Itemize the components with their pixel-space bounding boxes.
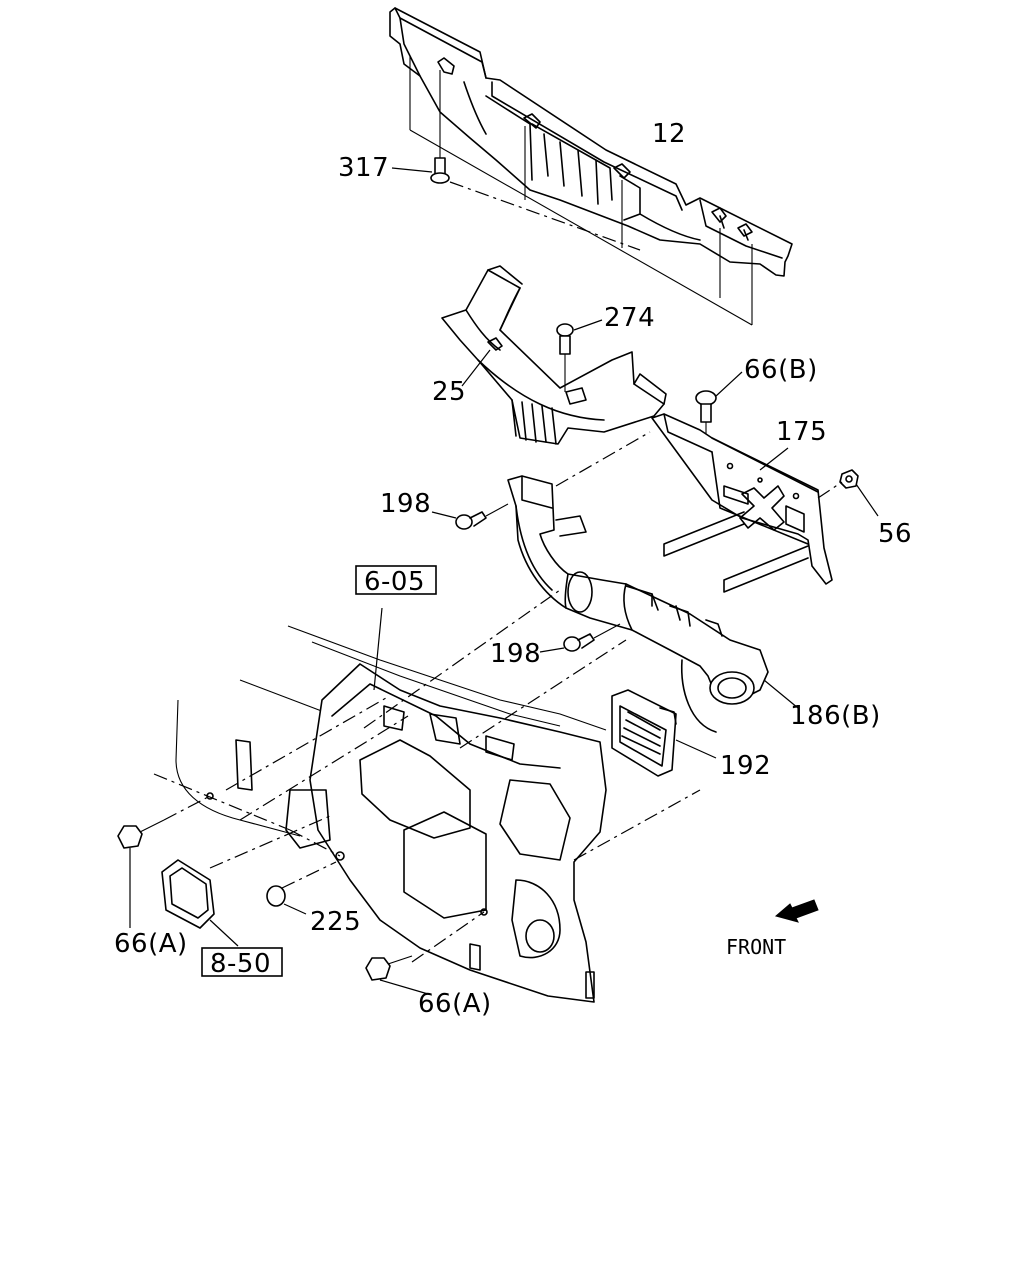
part-175-bracket: [651, 413, 833, 593]
callout-274: 274: [604, 303, 655, 333]
part-air-duct-hose: [507, 431, 799, 733]
callout-56: 56: [878, 519, 912, 549]
callout-25: 25: [432, 377, 466, 407]
part-198-clip-upper: [431, 503, 509, 530]
part-66a-bolt-bottom: [365, 955, 429, 995]
part-225-plug: [266, 885, 307, 915]
callout-198-upper: 198: [380, 489, 431, 519]
part-274-bolt: [556, 319, 603, 392]
part-66b-bolt: [695, 371, 743, 446]
callout-317: 317: [338, 153, 389, 183]
part-56-nut: [817, 469, 879, 517]
front-arrow-icon: [774, 899, 819, 923]
callout-66a-bottom: 66(A): [418, 989, 492, 1019]
part-317-bolt: [391, 70, 641, 251]
front-indicator: FRONT: [726, 899, 819, 959]
part-192-vent-grille: [611, 689, 717, 777]
callout-225: 225: [310, 907, 361, 937]
reference-6-05: 6-05: [355, 565, 437, 597]
part-12-defroster-duct: [389, 7, 793, 326]
part-25-y-duct: [441, 265, 667, 445]
part-198-clip-lower: [539, 623, 621, 653]
reference-8-50: 8-50: [201, 947, 283, 979]
part-8-50-seal: [161, 859, 239, 947]
callout-198-lower: 198: [490, 639, 541, 669]
reference-8-50-label: 8-50: [210, 949, 271, 979]
callout-186b: 186(B): [790, 701, 881, 731]
front-label: FRONT: [726, 935, 786, 959]
callout-12: 12: [652, 119, 686, 149]
callout-192: 192: [720, 751, 771, 781]
reference-6-05-label: 6-05: [364, 567, 425, 597]
callout-66a-left: 66(A): [114, 929, 188, 959]
part-66a-bolt-left: [117, 819, 165, 928]
callout-66b: 66(B): [744, 355, 818, 385]
dashboard-panel: [153, 589, 701, 1003]
callout-175: 175: [776, 417, 827, 447]
